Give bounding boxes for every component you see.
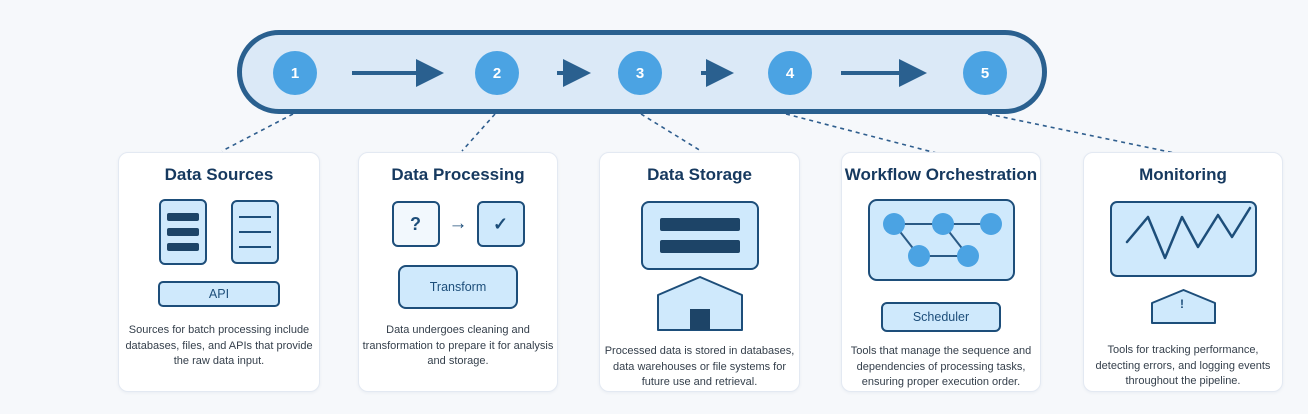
arrow-right-icon: → [448, 213, 468, 234]
exclamation-glyph: ! [1180, 297, 1184, 311]
card-data-storage: Data Storage Processed data is stored in… [599, 152, 800, 392]
dag-graph-icon [867, 199, 1015, 286]
card-title: Data Processing [391, 165, 525, 184]
card-workflow-orchestration: Workflow Orchestration Scheduler Tools t… [841, 152, 1041, 392]
card-data-sources: Data Sources API Sources for batch proce… [118, 152, 320, 392]
card-monitoring: Monitoring ! Tools for tracking performa… [1083, 152, 1283, 392]
data-sources-icons [159, 185, 279, 265]
step-number: 4 [785, 64, 795, 82]
step-circle-5: 5 [963, 51, 1007, 95]
connector-step4-card4 [785, 113, 945, 156]
card-description: Sources for batch processing include dat… [125, 324, 313, 368]
alert-badge-icon: ! [1150, 289, 1216, 329]
document-icon [231, 200, 279, 264]
card-title: Workflow Orchestration [844, 165, 1038, 184]
data-processing-icons: ? → ✓ [391, 201, 525, 247]
connector-step3-card3 [640, 113, 702, 152]
api-label-box: API [158, 281, 280, 307]
transform-label-box: Transform [398, 265, 518, 309]
step-circle-2: 2 [475, 51, 519, 95]
warehouse-icon [656, 276, 743, 336]
line-chart-icon [1109, 201, 1257, 282]
check-box-icon: ✓ [476, 201, 525, 247]
step-circle-1: 1 [273, 51, 317, 95]
step-number: 3 [635, 64, 645, 82]
database-icon [159, 199, 207, 265]
database-server-icon [640, 201, 759, 271]
card-title: Data Storage [647, 165, 752, 184]
connector-step2-card2 [461, 113, 496, 152]
dashed-connectors [221, 113, 1185, 156]
question-box-icon: ? [391, 201, 440, 247]
card-description: Tools for tracking performance, detectin… [1095, 344, 1271, 388]
step-number: 1 [290, 64, 300, 82]
step-number: 2 [492, 64, 502, 82]
connector-step1-card1 [221, 113, 294, 152]
card-description: Data undergoes cleaning and transformati… [362, 324, 554, 368]
card-title: Data Sources [164, 165, 274, 184]
card-title: Monitoring [1139, 165, 1227, 184]
connector-step5-card5 [987, 113, 1185, 156]
card-description: Tools that manage the sequence and depen… [850, 345, 1032, 389]
step-circle-3: 3 [618, 51, 662, 95]
step-number: 5 [980, 64, 990, 82]
card-description: Processed data is stored in databases, d… [604, 345, 795, 389]
step-circle-4: 4 [768, 51, 812, 95]
scheduler-label-box: Scheduler [881, 302, 1001, 333]
card-data-processing: Data Processing ? → ✓ Transform Data und… [358, 152, 558, 392]
